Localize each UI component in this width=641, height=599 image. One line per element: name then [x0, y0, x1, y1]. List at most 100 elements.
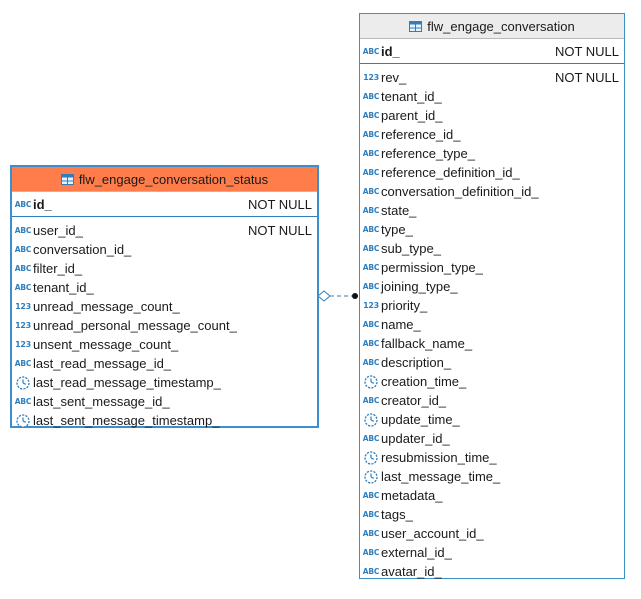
- entity-title: flw_engage_conversation_status: [78, 171, 269, 187]
- abc-icon: ABC: [14, 283, 32, 292]
- column-nullability: NOT NULL: [247, 223, 312, 238]
- abc-icon: ABC: [362, 149, 380, 158]
- column-name: priority_: [381, 298, 428, 313]
- abc-icon: ABC: [362, 46, 380, 56]
- abc-icon: ABC: [14, 397, 32, 406]
- relationship-dot: [352, 293, 358, 299]
- column-row[interactable]: creation_time_: [360, 372, 624, 391]
- column-name: resubmission_time_: [381, 450, 497, 465]
- column-name: reference_definition_id_: [381, 165, 520, 180]
- column-name: conversation_definition_id_: [381, 184, 539, 199]
- abc-icon: ABC: [14, 359, 32, 368]
- abc-icon: ABC: [362, 434, 380, 443]
- abc-icon: ABC: [362, 529, 380, 538]
- column-name: last_sent_message_id_: [33, 394, 170, 409]
- column-name: last_sent_message_timestamp_: [33, 413, 220, 428]
- column-name: tenant_id_: [33, 280, 94, 295]
- abc-icon: ABC: [362, 358, 380, 367]
- entity-flw-engage-conversation[interactable]: flw_engage_conversation ABC id_ NOT NULL…: [359, 13, 625, 579]
- abc-icon: ABC: [14, 226, 32, 235]
- table-icon: [60, 173, 74, 185]
- column-name: unread_message_count_: [33, 299, 180, 314]
- abc-icon: ABC: [362, 225, 380, 234]
- column-row[interactable]: last_sent_message_timestamp_: [12, 411, 317, 430]
- table-icon: [409, 20, 423, 32]
- column-nullability: NOT NULL: [554, 43, 619, 59]
- entity-header[interactable]: flw_engage_conversation_status: [12, 167, 317, 192]
- clock-icon: [363, 469, 379, 484]
- column-name: last_message_time_: [381, 469, 501, 484]
- abc-icon: ABC: [362, 187, 380, 196]
- abc-icon: ABC: [362, 320, 380, 329]
- clock-icon: [15, 413, 31, 428]
- number-icon: 123: [363, 301, 379, 310]
- column-nullability: NOT NULL: [247, 196, 312, 212]
- abc-icon: ABC: [362, 92, 380, 101]
- abc-icon: ABC: [362, 282, 380, 291]
- column-name: parent_id_: [381, 108, 443, 123]
- column-name: tenant_id_: [381, 89, 442, 104]
- primary-key-row[interactable]: ABC id_ NOT NULL: [12, 192, 317, 217]
- column-name: last_read_message_timestamp_: [33, 375, 221, 390]
- column-name: last_read_message_id_: [33, 356, 172, 371]
- entity-flw-engage-conversation-status[interactable]: flw_engage_conversation_status ABC id_ N…: [10, 165, 319, 428]
- abc-icon: ABC: [362, 491, 380, 500]
- abc-icon: ABC: [362, 168, 380, 177]
- abc-icon: ABC: [14, 199, 32, 209]
- column-name: description_: [381, 355, 452, 370]
- column-row[interactable]: resubmission_time_: [360, 448, 624, 467]
- column-name: sub_type_: [381, 241, 441, 256]
- column-name: avatar_id_: [381, 564, 442, 579]
- primary-key-row[interactable]: ABC id_ NOT NULL: [360, 39, 624, 64]
- column-row[interactable]: last_read_message_timestamp_: [12, 373, 317, 392]
- entity-header[interactable]: flw_engage_conversation: [360, 14, 624, 39]
- column-name: type_: [381, 222, 413, 237]
- column-name: permission_type_: [381, 260, 483, 275]
- column-row[interactable]: update_time_: [360, 410, 624, 429]
- number-icon: 123: [15, 302, 31, 311]
- clock-icon: [363, 450, 379, 465]
- column-name: tags_: [381, 507, 413, 522]
- column-name: filter_id_: [33, 261, 83, 276]
- column-nullability: NOT NULL: [554, 70, 619, 85]
- column-name: creator_id_: [381, 393, 447, 408]
- column-row[interactable]: last_message_time_: [360, 467, 624, 486]
- abc-icon: ABC: [362, 510, 380, 519]
- column-name: external_id_: [381, 545, 452, 560]
- abc-icon: ABC: [362, 130, 380, 139]
